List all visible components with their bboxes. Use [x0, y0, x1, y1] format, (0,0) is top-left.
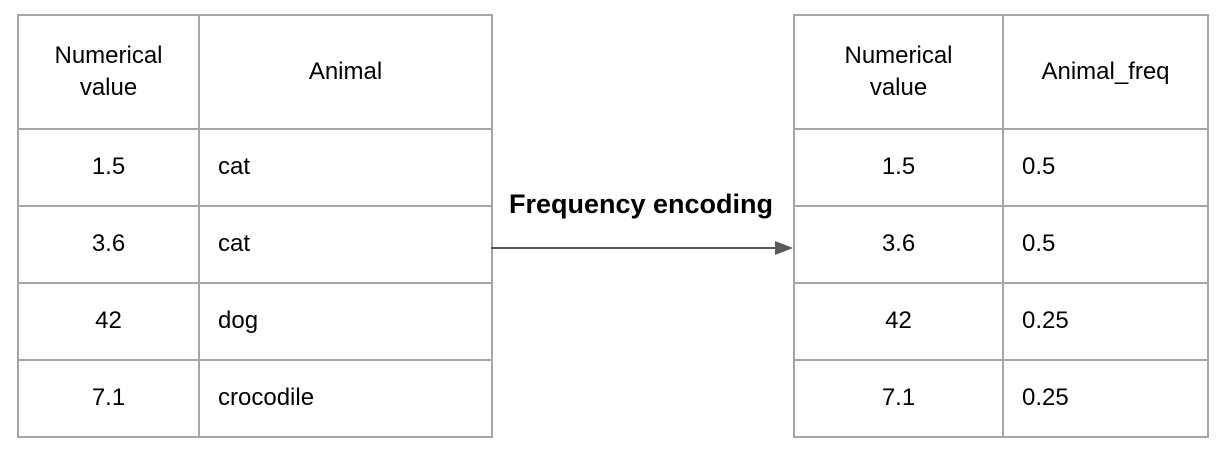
arrow-shaft: [491, 247, 778, 249]
numerical-value-cell: 3.6: [17, 205, 200, 284]
output-table: Numerical value Animal_freq 1.5 0.5 3.6 …: [793, 14, 1209, 438]
header-label: Animal_freq: [1041, 57, 1170, 85]
animal-cell: cat: [198, 205, 493, 284]
numerical-value-cell: 7.1: [793, 359, 1004, 438]
animal-freq-cell: 0.5: [1002, 128, 1209, 207]
numerical-value-cell: 42: [17, 282, 200, 361]
numerical-value-cell: 1.5: [793, 128, 1004, 207]
animal-cell: cat: [198, 128, 493, 207]
numerical-value-cell: 42: [793, 282, 1004, 361]
header-cell-numerical-value: Numerical value: [17, 14, 200, 130]
table-row: 3.6 cat: [17, 205, 493, 284]
header-cell-numerical-value: Numerical value: [793, 14, 1004, 130]
animal-freq-cell: 0.25: [1002, 282, 1209, 361]
header-label: Numerical value: [54, 41, 163, 101]
header-cell-animal: Animal: [198, 14, 493, 130]
animal-cell: crocodile: [198, 359, 493, 438]
table-row: 42 dog: [17, 282, 493, 361]
table-row: 1.5 0.5: [793, 128, 1209, 207]
header-cell-animal-freq: Animal_freq: [1002, 14, 1209, 130]
animal-cell: dog: [198, 282, 493, 361]
animal-freq-cell: 0.5: [1002, 205, 1209, 284]
table-header-row: Numerical value Animal_freq: [793, 14, 1209, 130]
table-row: 1.5 cat: [17, 128, 493, 207]
table-row: 3.6 0.5: [793, 205, 1209, 284]
header-label: Numerical value: [844, 41, 953, 101]
table-header-row: Numerical value Animal: [17, 14, 493, 130]
table-row: 42 0.25: [793, 282, 1209, 361]
table-row: 7.1 crocodile: [17, 359, 493, 438]
right-arrow-icon: [491, 240, 793, 256]
numerical-value-cell: 1.5: [17, 128, 200, 207]
numerical-value-cell: 3.6: [793, 205, 1004, 284]
numerical-value-cell: 7.1: [17, 359, 200, 438]
frequency-encoding-label: Frequency encoding: [508, 189, 774, 219]
animal-freq-cell: 0.25: [1002, 359, 1209, 438]
header-label: Animal: [308, 57, 383, 85]
arrow-head: [775, 241, 793, 255]
input-table: Numerical value Animal 1.5 cat 3.6 cat 4…: [17, 14, 493, 438]
table-row: 7.1 0.25: [793, 359, 1209, 438]
